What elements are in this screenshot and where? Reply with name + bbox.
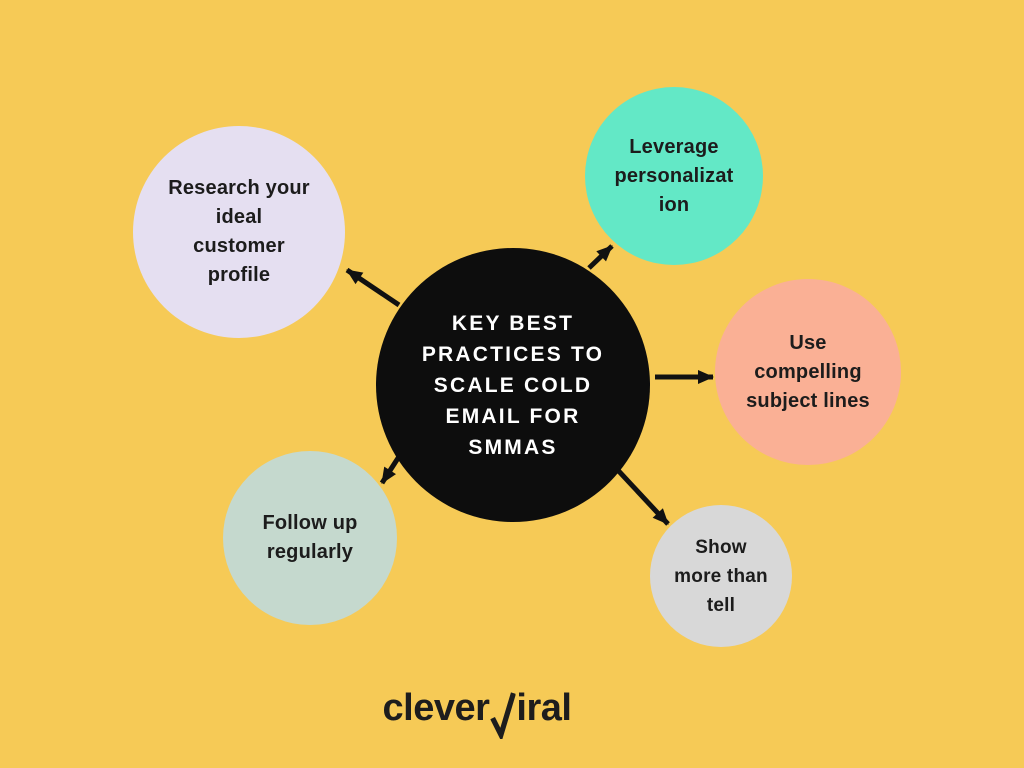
central-topic-label: KEY BEST PRACTICES TO SCALE COLD EMAIL F… xyxy=(421,311,605,459)
arrow-to-research-icon xyxy=(345,267,401,308)
node-use-compelling-subject-lines: Use compelling subject lines xyxy=(715,279,901,465)
arrow-to-show-more-icon xyxy=(612,464,670,526)
node-label: Leverage personalizat ion xyxy=(614,135,734,216)
node-follow-up-regularly: Follow up regularly xyxy=(223,451,397,625)
central-topic-circle: KEY BEST PRACTICES TO SCALE COLD EMAIL F… xyxy=(376,248,650,522)
node-show-more-than-tell: Show more than tell xyxy=(650,505,792,647)
logo-text-suffix: iral xyxy=(516,687,572,729)
checkmark-icon xyxy=(490,692,516,739)
logo-text-prefix: clever xyxy=(382,687,490,729)
arrow-to-personalization-icon xyxy=(587,244,614,270)
node-label: Show more than tell xyxy=(674,536,768,616)
node-leverage-personalization: Leverage personalizat ion xyxy=(585,87,763,265)
node-label: Use compelling subject lines xyxy=(746,331,870,412)
node-research-ideal-customer-profile: Research your ideal customer profile xyxy=(133,126,345,338)
node-label: Follow up regularly xyxy=(262,512,358,563)
brand-logo: clever iral xyxy=(382,687,572,739)
node-label: Research your ideal customer profile xyxy=(168,177,310,286)
